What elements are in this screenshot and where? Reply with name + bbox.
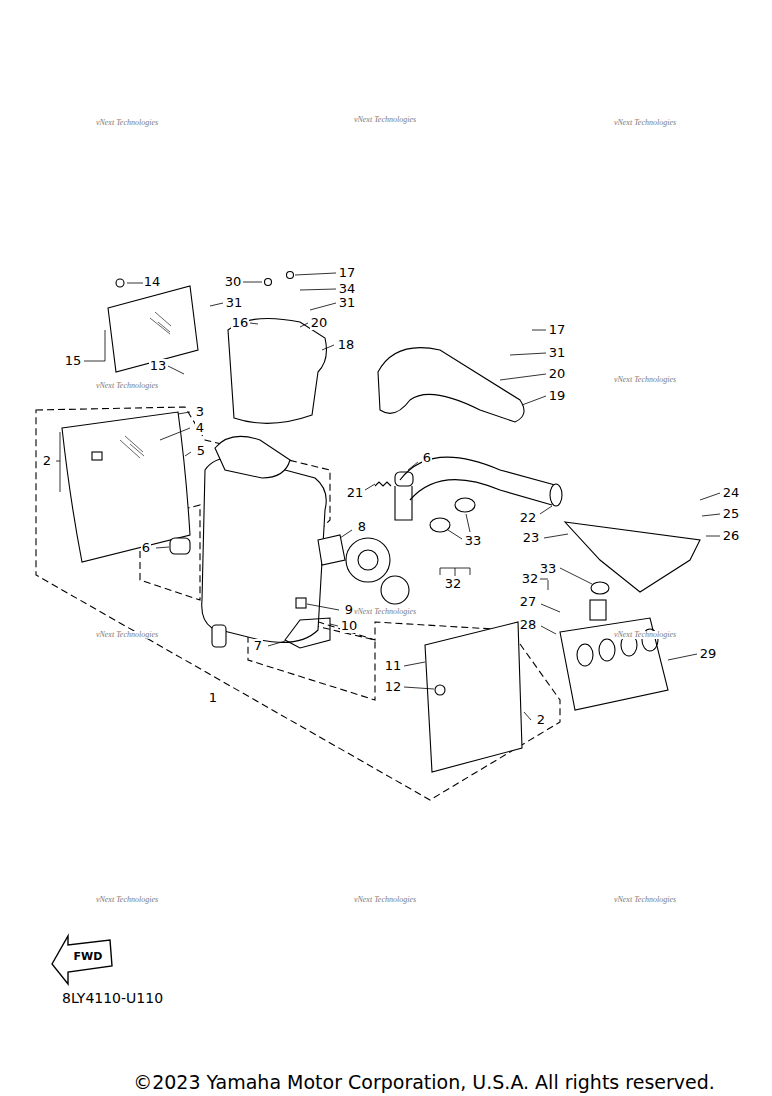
callout-number: 2 [42,454,52,468]
leader-lines [56,273,720,720]
callout-number: 2 [536,713,546,727]
callout-number: 34 [338,282,357,296]
callout-number: 11 [384,659,403,673]
watermark: vNext Technologies [353,116,417,125]
bracket [285,618,330,648]
callout-number: 29 [699,647,718,661]
watermark: vNext Technologies [613,119,677,128]
direction-label: FWD [74,951,103,963]
spring [375,482,391,486]
callout-number: 33 [539,562,558,576]
outlet [212,625,226,647]
watermark: vNext Technologies [353,608,417,617]
callout-number: 30 [224,275,243,289]
turbocharger [346,538,390,582]
callout-number: 27 [519,595,538,609]
clamp [455,498,475,512]
callout-number: 23 [522,531,541,545]
callout-number: 21 [346,486,365,500]
screw [265,279,272,286]
top-cover [228,318,326,423]
port [577,644,593,666]
diagram-code: 8LY4110-U110 [62,991,163,1006]
callout-number: 24 [722,486,741,500]
callout-number: 32 [521,572,540,586]
callout-number: 20 [548,367,567,381]
exhaust-pipe [378,348,524,422]
assembly-dashed-outline [36,407,560,800]
callout-number: 16 [231,316,250,330]
callout-number: 8 [357,520,367,534]
callout-number: 32 [444,577,463,591]
plate-hatch [150,312,171,334]
callout-number: 20 [310,316,329,330]
callout-number: 6 [141,541,151,555]
callout-number: 15 [64,354,83,368]
callout-number: 22 [519,511,538,525]
callout-number: 13 [149,359,168,373]
lower-cover [425,622,522,772]
callout-number: 26 [722,529,741,543]
callout-number: 14 [143,275,162,289]
muffler-body [202,458,327,643]
turbocharger [381,576,409,604]
callout-number: 3 [195,405,205,419]
callout-number: 12 [384,680,403,694]
turbocharger [358,550,378,570]
manifold-neck [590,600,606,620]
clamp [430,518,450,532]
callout-number: 4 [195,421,205,435]
watermark: vNext Technologies [613,896,677,905]
callout-number: 9 [344,603,354,617]
shield-slot [92,452,102,460]
heat-shield [62,412,190,562]
callout-number: 18 [337,338,356,352]
mount [395,472,413,486]
callout-number: 7 [253,639,263,653]
callout-number: 5 [196,444,206,458]
callout-number: 17 [338,266,357,280]
forward-arrow [52,936,112,984]
watermark: vNext Technologies [95,896,159,905]
clamp [591,582,609,594]
port [599,639,615,661]
callout-number: 25 [722,507,741,521]
watermark: vNext Technologies [95,382,159,391]
muffler-inlet [215,436,290,478]
callout-number: 28 [519,618,538,632]
pipe-end [550,484,562,506]
callout-number: 17 [548,323,567,337]
callout-number: 31 [225,296,244,310]
callout-number: 33 [464,534,483,548]
bolt [116,279,124,287]
watermark: vNext Technologies [95,631,159,640]
damper [296,598,306,608]
callout-number: 31 [338,296,357,310]
grommet [435,685,445,695]
watermark: vNext Technologies [95,119,159,128]
mount [170,538,190,554]
copyright-note: ©2023 Yamaha Motor Corporation, U.S.A. A… [133,1072,715,1093]
watermark: vNext Technologies [613,376,677,385]
callout-number: 6 [422,451,432,465]
callout-number: 10 [340,619,359,633]
screw [287,272,294,279]
manifold-cover [565,522,700,592]
watermark: vNext Technologies [353,896,417,905]
gasket [318,535,345,565]
shield-hatch [120,436,144,458]
callout-number: 1 [208,691,218,705]
callout-number: 19 [548,389,567,403]
watermark: vNext Technologies [613,631,677,640]
callout-number: 31 [548,346,567,360]
mount-bracket [395,486,412,520]
